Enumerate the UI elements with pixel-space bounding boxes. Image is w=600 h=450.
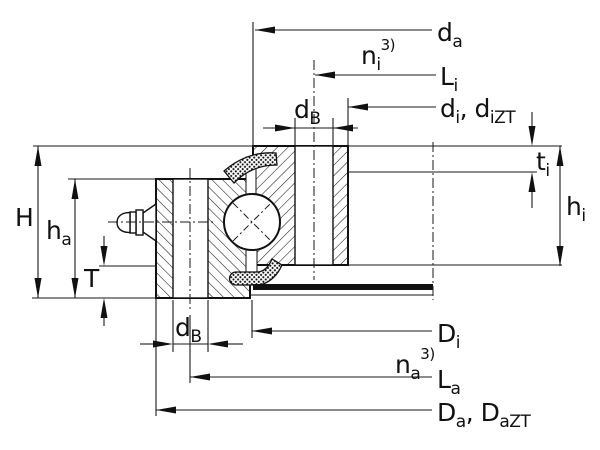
arrow-ha-bottom bbox=[71, 278, 79, 298]
arrow-db-top-left bbox=[275, 124, 295, 132]
label-na: na3) bbox=[395, 345, 435, 384]
arrow-di bbox=[348, 103, 368, 111]
label-db-bottom: dB bbox=[175, 313, 202, 347]
arrow-La bbox=[190, 373, 210, 381]
dimension-labels: da ni3) Li dB di, diZT ti hi H ha T dB D… bbox=[15, 18, 586, 432]
arrow-ha-top bbox=[71, 179, 79, 199]
arrow-H-top bbox=[34, 146, 42, 166]
arrow-ti-down bbox=[528, 126, 536, 146]
arrow-T-down bbox=[100, 246, 108, 266]
bearing-cross-section bbox=[108, 60, 434, 312]
upper-seal bbox=[223, 152, 278, 184]
grease-nipple-dome bbox=[116, 211, 131, 234]
arrow-H-bottom bbox=[34, 278, 42, 298]
arrow-db-bottom-right bbox=[208, 340, 228, 348]
label-hi: hi bbox=[566, 192, 586, 226]
gear-band bbox=[253, 284, 433, 290]
arrow-ti-up bbox=[528, 172, 536, 192]
dimension-lines bbox=[34, 26, 564, 414]
label-da: da bbox=[437, 18, 462, 52]
label-ti: ti bbox=[536, 147, 550, 181]
label-Di: Di bbox=[437, 319, 460, 353]
label-Li: Li bbox=[440, 62, 458, 96]
arrow-db-top-right bbox=[333, 124, 353, 132]
label-T: T bbox=[83, 264, 100, 293]
label-ha: ha bbox=[46, 216, 71, 250]
arrow-Da bbox=[156, 406, 176, 414]
label-di-dizt: di, diZT bbox=[440, 94, 516, 128]
label-db-top: dB bbox=[294, 95, 321, 129]
label-La: La bbox=[437, 365, 460, 399]
arrow-hi-top bbox=[556, 146, 564, 166]
label-H: H bbox=[15, 203, 33, 232]
arrow-Di bbox=[252, 327, 272, 335]
label-Da-Dazt: Da, DaZT bbox=[437, 398, 531, 432]
arrow-Li bbox=[315, 71, 335, 79]
lower-seal bbox=[228, 258, 283, 286]
arrow-db-bottom-left bbox=[153, 340, 173, 348]
arrow-T-up bbox=[100, 298, 108, 318]
arrow-da bbox=[255, 26, 275, 34]
extension-lines bbox=[32, 22, 562, 416]
ball-center-mark-2 bbox=[232, 202, 272, 242]
label-ni: ni3) bbox=[361, 36, 395, 75]
arrow-hi-bottom bbox=[556, 246, 564, 266]
